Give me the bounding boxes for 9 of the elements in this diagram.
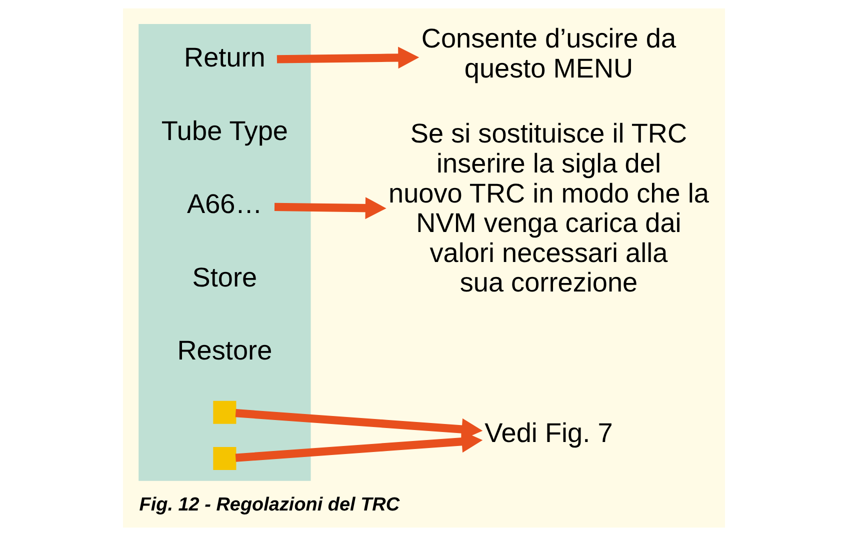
node-text: Tube Type bbox=[160, 114, 288, 146]
caption: Fig. 12 - Regolazioni del TRC bbox=[138, 494, 400, 516]
node-text: Return bbox=[184, 42, 265, 73]
node-text: Restore bbox=[176, 334, 272, 366]
node-text: Vedi Fig. 7 bbox=[484, 417, 612, 448]
node-text: A66… bbox=[186, 188, 262, 220]
node-text: Se si sostituisce il TRC inserire la sigla del nuovo TRC in modo che la NVM venga carica dai valori necessari alla sua correzione bbox=[388, 118, 708, 298]
node-text: Consente d’uscire da questo MENU bbox=[420, 22, 676, 84]
node-text: Store bbox=[192, 261, 257, 292]
